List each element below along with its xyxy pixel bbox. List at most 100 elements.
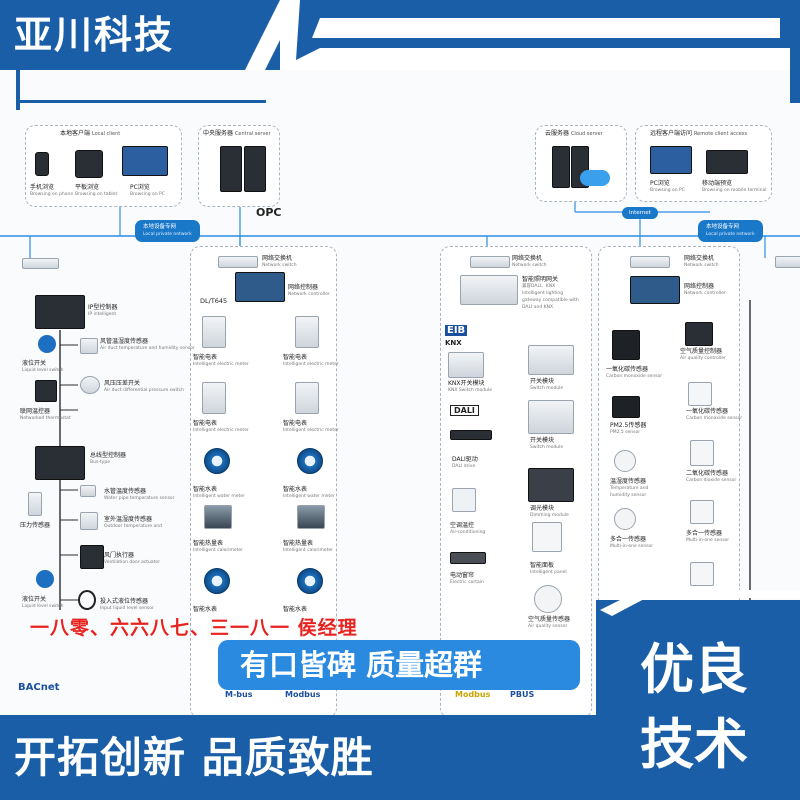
- bottom-banner: [0, 715, 596, 800]
- cloud-server-icon: [552, 146, 570, 188]
- liquid-switch-icon: [38, 335, 56, 353]
- electric-meter: [202, 382, 226, 414]
- liquid-switch-icon: [36, 570, 54, 588]
- co-sensor: [612, 330, 640, 360]
- water-meter-label: 智能水表: [283, 606, 308, 613]
- remote-mobile-device: [706, 150, 748, 174]
- ip-controller: [35, 295, 85, 329]
- thermostat-device: [35, 380, 57, 402]
- switch-module: [528, 345, 574, 375]
- co-sensor-2: [688, 382, 712, 406]
- ac-thermostat: [452, 488, 476, 512]
- network-switch: [218, 256, 258, 268]
- corner-text-1: 优良: [640, 638, 748, 701]
- banner-stripes: [16, 0, 800, 110]
- bus-controller: [35, 446, 85, 480]
- corner-text-2: 技术: [640, 713, 748, 776]
- temp-humidity-sensor: [614, 450, 636, 472]
- network-switch: [775, 256, 800, 268]
- pressure-sensor: [28, 492, 42, 516]
- phone-device: [35, 152, 49, 176]
- contact-overlay: 一八零、六六八七、三一八一 侯经理: [30, 617, 358, 639]
- smart-panel: [532, 522, 562, 552]
- network-switch: [22, 258, 59, 269]
- server-rack-icon: [220, 146, 242, 192]
- pbus-logo: PBUS: [510, 690, 535, 699]
- tablet-device: [75, 150, 103, 178]
- calorimeter: [297, 505, 325, 529]
- dl645-label: DL/T645: [200, 297, 228, 305]
- slogan-bottom: 开拓创新 品质致胜: [14, 733, 374, 782]
- network-switch: [470, 256, 510, 268]
- modbus-logo-2: Modbus: [455, 690, 491, 699]
- company-banner: 亚川科技: [0, 0, 280, 70]
- cloud-icon: [580, 170, 610, 186]
- multi-sensor-2: [690, 500, 714, 524]
- pm25-sensor: [612, 396, 640, 418]
- remote-client-title: 远程客户端访问 Remote client access: [650, 130, 747, 137]
- server-rack-icon: [244, 146, 266, 192]
- pc-device: [122, 146, 168, 176]
- knx-logo: KNX: [445, 339, 462, 347]
- dimming-module: [528, 468, 574, 502]
- internet-pill: Internet: [622, 207, 658, 219]
- cloud-server-title: 云服务器 Cloud server: [545, 130, 603, 137]
- outdoor-sensor: [80, 512, 98, 530]
- central-server-title: 中央服务器 Central server: [203, 130, 271, 137]
- water-meter-icon: [297, 568, 323, 594]
- electric-curtain: [450, 552, 486, 564]
- knx-switch-module: [448, 352, 484, 378]
- water-meter-icon: [204, 568, 230, 594]
- multi-sensor: [614, 508, 636, 530]
- co2-sensor: [690, 440, 714, 466]
- local-client-title: 本地客户端 Local client: [60, 130, 121, 137]
- electric-meter: [295, 382, 319, 414]
- wall-sensor: [690, 562, 714, 586]
- modbus-logo: Modbus: [285, 690, 321, 699]
- network-controller: [630, 276, 680, 304]
- mbus-logo: M-bus: [225, 690, 253, 699]
- duct-temp-sensor: [80, 338, 98, 354]
- air-panel: [598, 246, 740, 618]
